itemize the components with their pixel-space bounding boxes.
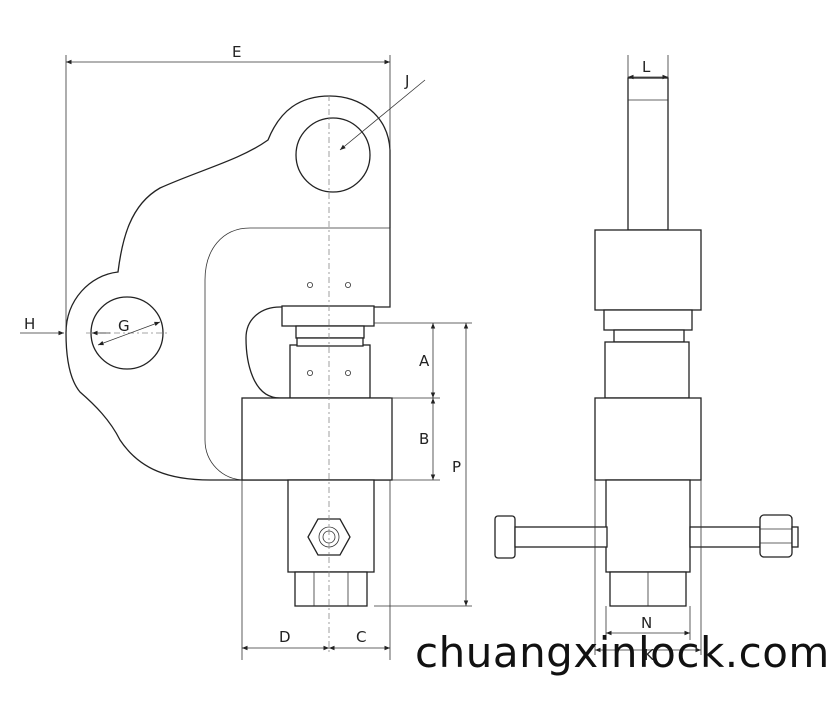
dim-label-a: A <box>419 352 430 370</box>
screw-end <box>294 571 368 607</box>
dim-label-b: B <box>419 430 429 448</box>
upper-holder-block <box>281 305 375 327</box>
side-upper-body <box>594 229 702 311</box>
side-top-rod <box>627 77 669 231</box>
dim-label-j: J <box>404 72 409 90</box>
jaw-contour <box>204 227 390 481</box>
hex-nut <box>307 518 351 556</box>
side-middle-block <box>594 397 702 481</box>
side-view <box>494 77 799 607</box>
side-screw-left <box>494 515 516 559</box>
dim-label-k: K <box>644 646 655 664</box>
upper-pin-hole <box>295 117 371 193</box>
dim-label-h: H <box>24 315 35 333</box>
dim-label-e: E <box>232 43 241 61</box>
dim-label-g: G <box>118 317 130 335</box>
watermark-text: chuangxinlock.com <box>415 628 826 677</box>
dim-label-l: L <box>642 58 651 76</box>
side-screw-right <box>689 526 761 548</box>
front-view <box>65 95 393 655</box>
dimension-lines <box>20 55 702 660</box>
lower-jaw-block <box>241 397 393 481</box>
dim-label-n: N <box>641 614 652 632</box>
dim-label-d: D <box>279 628 291 646</box>
dim-label-p: P <box>452 458 461 476</box>
clamp-shoe <box>289 344 371 399</box>
dim-label-c: C <box>356 628 366 646</box>
